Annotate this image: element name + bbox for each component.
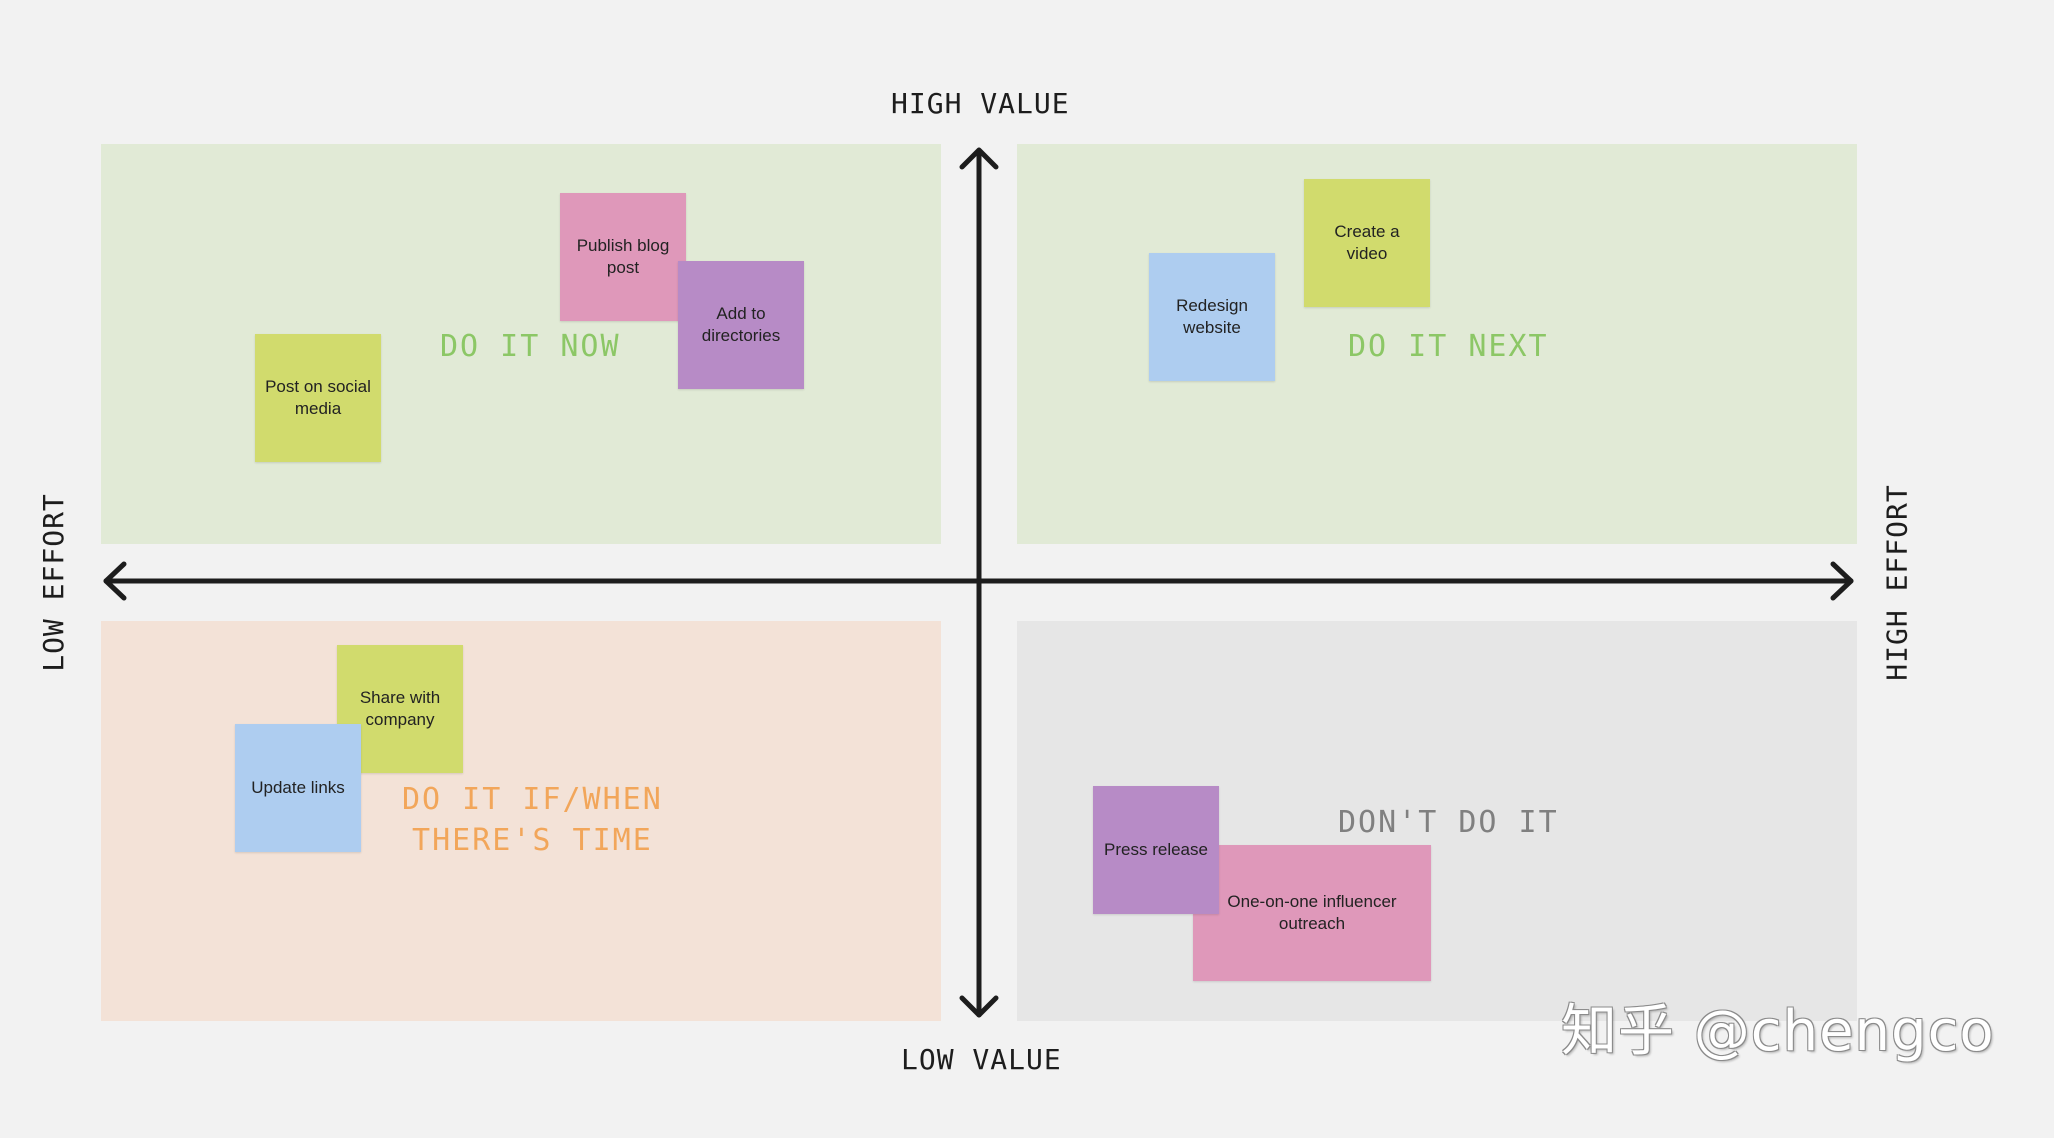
axis-label-low-effort: LOW EFFORT xyxy=(36,493,70,672)
label-do-it-if-time: DO IT IF/WHEN THERE'S TIME xyxy=(402,782,663,858)
sticky-note-create-a-video[interactable]: Create a video xyxy=(1304,179,1430,307)
sticky-note-press-release[interactable]: Press release xyxy=(1093,786,1219,914)
left-arrow-head xyxy=(103,561,127,601)
watermark: 知乎 @chengco xyxy=(1561,999,1995,1064)
sticky-note-one-on-one-influencer-outreach[interactable]: One-on-one influencer outreach xyxy=(1193,845,1431,981)
right-arrow-head xyxy=(1830,561,1854,601)
axis-label-low-value: LOW VALUE xyxy=(901,1043,1062,1076)
label-do-it-now: DO IT NOW xyxy=(440,329,621,364)
label-dont-do-it: DON'T DO IT xyxy=(1338,805,1559,840)
up-arrow-head xyxy=(959,147,999,170)
down-arrow-head xyxy=(959,995,999,1018)
sticky-note-publish-blog-post[interactable]: Publish blog post xyxy=(560,193,686,321)
sticky-note-update-links[interactable]: Update links xyxy=(235,724,361,852)
sticky-note-redesign-website[interactable]: Redesign website xyxy=(1149,253,1275,381)
sticky-note-add-to-directories[interactable]: Add to directories xyxy=(678,261,804,389)
label-do-it-next: DO IT NEXT xyxy=(1348,329,1549,364)
sticky-note-post-on-social-media[interactable]: Post on social media xyxy=(255,334,381,462)
axis-label-high-value: HIGH VALUE xyxy=(891,87,1070,120)
axis-label-high-effort: HIGH EFFORT xyxy=(1880,484,1914,681)
